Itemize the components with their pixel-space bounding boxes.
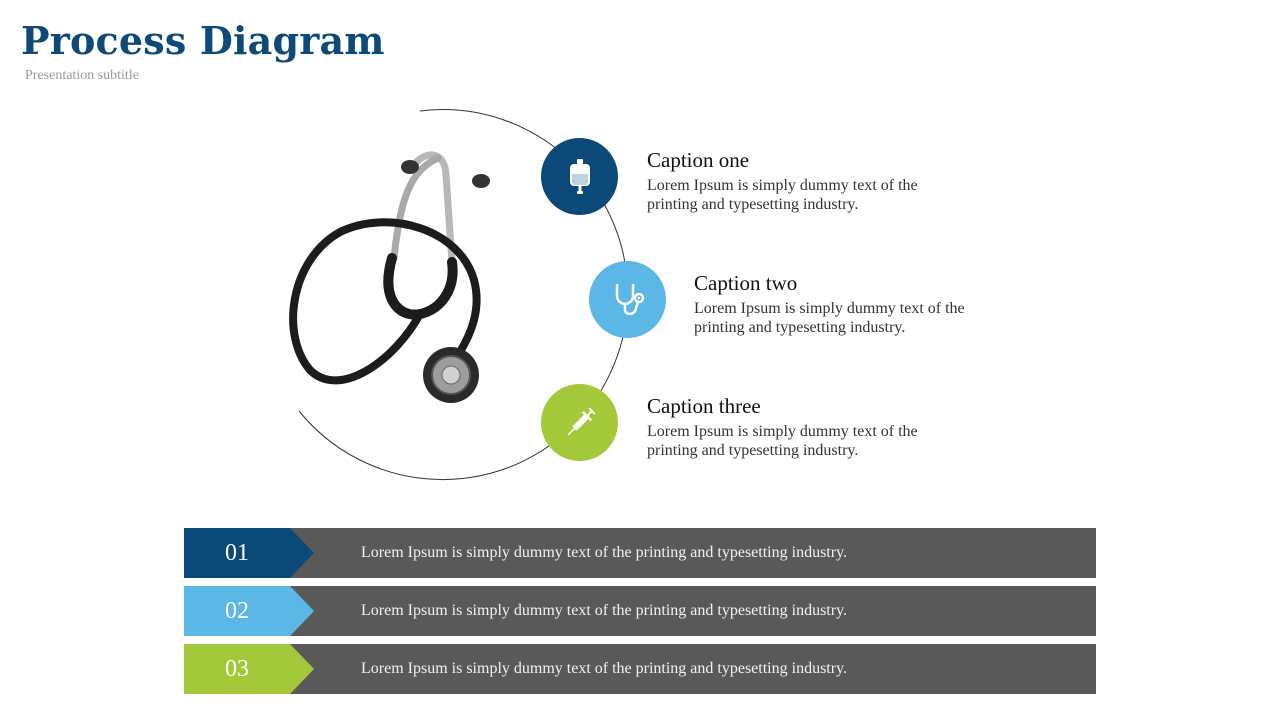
stethoscope-icon (615, 283, 644, 315)
caption-2: Caption two Lorem Ipsum is simply dummy … (694, 271, 1014, 337)
caption-title: Caption two (694, 271, 798, 295)
step-circle-3 (541, 384, 618, 461)
bar-number: 02 (184, 586, 290, 636)
syringe-icon (566, 406, 596, 436)
caption-1: Caption one Lorem Ipsum is simply dummy … (647, 148, 967, 214)
bar-text: Lorem Ipsum is simply dummy text of the … (361, 660, 848, 677)
stethoscope-image (289, 151, 490, 403)
caption-text: Lorem Ipsum is simply dummy text of the … (694, 300, 965, 337)
bar-text: Lorem Ipsum is simply dummy text of the … (361, 544, 848, 561)
page-title: Process Diagram (21, 18, 385, 63)
step-circle-1 (541, 138, 618, 215)
bar-arrow (290, 528, 314, 578)
bar-number: 01 (184, 528, 290, 578)
caption-3: Caption three Lorem Ipsum is simply dumm… (647, 394, 967, 460)
list-bar-1: 01 Lorem Ipsum is simply dummy text of t… (184, 528, 1096, 578)
bar-arrow (290, 586, 314, 636)
caption-title: Caption three (647, 394, 761, 418)
caption-text: Lorem Ipsum is simply dummy text of the … (647, 177, 918, 214)
list-bar-3: 03 Lorem Ipsum is simply dummy text of t… (184, 644, 1096, 694)
arc-line (298, 109, 629, 481)
list-bar-2: 02 Lorem Ipsum is simply dummy text of t… (184, 586, 1096, 636)
bar-arrow (290, 644, 314, 694)
step-circle-2 (589, 261, 666, 338)
iv-bag-icon (569, 158, 590, 194)
caption-title: Caption one (647, 148, 750, 172)
page-subtitle: Presentation subtitle (25, 68, 139, 83)
bar-text: Lorem Ipsum is simply dummy text of the … (361, 602, 848, 619)
caption-text: Lorem Ipsum is simply dummy text of the … (647, 423, 918, 460)
bar-number: 03 (184, 644, 290, 694)
